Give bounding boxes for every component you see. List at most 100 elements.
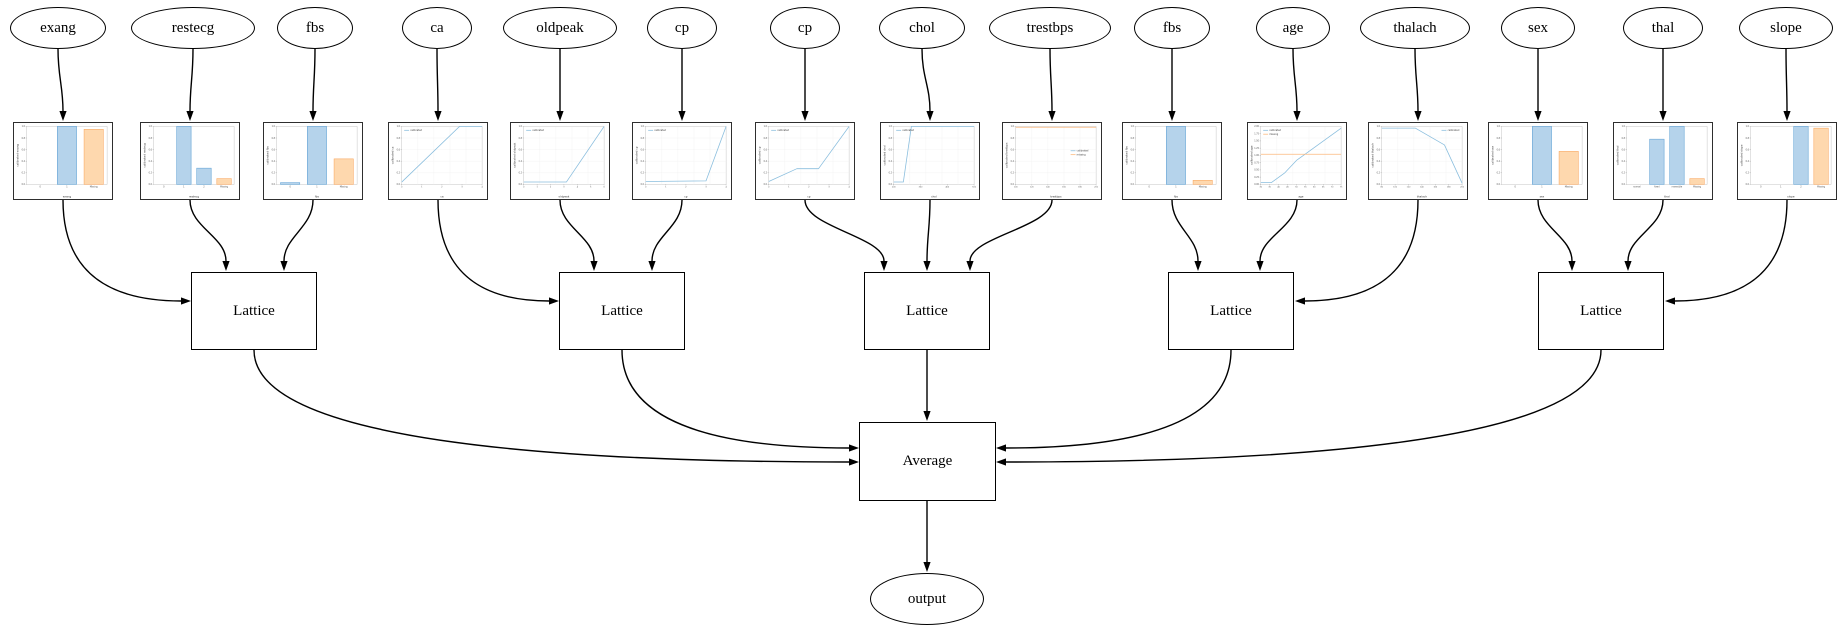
edge <box>1171 199 1199 262</box>
svg-text:0.0: 0.0 <box>1011 183 1015 186</box>
svg-text:0.6: 0.6 <box>22 148 26 151</box>
svg-text:calibrated: calibrated <box>654 129 666 132</box>
arrowhead <box>59 111 67 121</box>
svg-text:0.4: 0.4 <box>889 160 893 163</box>
svg-text:1.0: 1.0 <box>641 125 645 128</box>
svg-text:0.2: 0.2 <box>1011 172 1015 175</box>
arrowhead <box>996 458 1006 466</box>
edge <box>312 48 316 112</box>
svg-text:200: 200 <box>1460 187 1464 189</box>
svg-text:0.00: 0.00 <box>1254 183 1259 186</box>
svg-text:0.2: 0.2 <box>272 172 276 175</box>
svg-text:0.2: 0.2 <box>889 172 893 175</box>
svg-text:4: 4 <box>725 187 727 189</box>
feature-ellipse-8-trestbps-label: trestbps <box>1026 19 1074 36</box>
svg-text:1.0: 1.0 <box>272 125 276 128</box>
feature-ellipse-2-fbs: fbs <box>277 7 353 49</box>
svg-text:0.4: 0.4 <box>22 160 26 163</box>
svg-text:missing: missing <box>1077 154 1086 157</box>
svg-text:500: 500 <box>972 187 976 189</box>
arrowhead <box>1256 261 1264 271</box>
arrowhead <box>996 444 1006 452</box>
feature-ellipse-13-thal-label: thal <box>1651 19 1675 36</box>
svg-text:1.0: 1.0 <box>1622 125 1626 128</box>
svg-text:reversible: reversible <box>1672 186 1683 189</box>
edge <box>804 199 885 262</box>
lattice-node-4: Lattice <box>1168 272 1294 350</box>
svg-text:1.0: 1.0 <box>519 125 523 128</box>
svg-text:30: 30 <box>1260 187 1263 189</box>
lattice-label: Lattice <box>1210 302 1252 319</box>
arrowhead <box>1414 111 1422 121</box>
svg-text:65: 65 <box>1322 187 1325 189</box>
svg-text:50: 50 <box>1295 187 1298 189</box>
svg-text:calibrated cp: calibrated cp <box>757 146 761 164</box>
svg-text:calibrated: calibrated <box>777 129 789 132</box>
svg-text:ca: ca <box>440 195 444 199</box>
svg-text:0.8: 0.8 <box>889 137 893 140</box>
svg-text:3: 3 <box>828 187 830 189</box>
svg-text:cp: cp <box>684 195 688 199</box>
svg-text:3: 3 <box>705 187 707 189</box>
svg-text:200: 200 <box>892 187 896 189</box>
arrowhead <box>222 261 230 271</box>
arrowhead <box>309 111 317 121</box>
svg-text:calibrated restecg: calibrated restecg <box>142 143 146 168</box>
arrowhead <box>186 111 194 121</box>
edge <box>1537 199 1573 262</box>
svg-text:calibrated chol: calibrated chol <box>882 145 886 165</box>
svg-text:35: 35 <box>1268 187 1271 189</box>
svg-text:calibrated fbs: calibrated fbs <box>265 146 269 165</box>
svg-text:Missing: Missing <box>1199 186 1208 189</box>
svg-text:age: age <box>1298 195 1303 199</box>
svg-text:0: 0 <box>645 187 647 189</box>
edge <box>437 199 550 302</box>
feature-ellipse-5-cp-label: cp <box>674 19 690 36</box>
feature-ellipse-7-chol: chol <box>879 7 965 49</box>
svg-text:1.0: 1.0 <box>1746 125 1750 128</box>
svg-text:180: 180 <box>1078 187 1082 189</box>
edge <box>1785 48 1788 112</box>
svg-text:0.8: 0.8 <box>641 137 645 140</box>
svg-text:1: 1 <box>421 187 423 189</box>
arrowhead <box>1624 261 1632 271</box>
lattice-label: Lattice <box>601 302 643 319</box>
svg-text:0.6: 0.6 <box>397 148 401 151</box>
svg-text:0.6: 0.6 <box>1746 148 1750 151</box>
svg-text:Missing: Missing <box>90 186 99 189</box>
svg-text:1.0: 1.0 <box>1011 125 1015 128</box>
svg-text:140: 140 <box>1046 187 1050 189</box>
svg-text:0.2: 0.2 <box>519 172 523 175</box>
feature-ellipse-14-slope-label: slope <box>1770 19 1802 36</box>
svg-text:0: 0 <box>523 187 525 189</box>
svg-text:0.6: 0.6 <box>1377 148 1381 151</box>
svg-text:calibrated trestbps: calibrated trestbps <box>1004 142 1008 168</box>
edge <box>57 48 64 112</box>
feature-ellipse-11-thalach-label: thalach <box>1393 19 1437 36</box>
svg-text:0.0: 0.0 <box>641 183 645 186</box>
edge <box>1304 199 1419 302</box>
svg-text:160: 160 <box>1062 187 1066 189</box>
svg-text:calibrated age: calibrated age <box>1249 145 1253 165</box>
svg-text:1.50: 1.50 <box>1254 140 1259 143</box>
svg-text:0.4: 0.4 <box>1497 160 1501 163</box>
svg-text:1.0: 1.0 <box>149 125 153 128</box>
lattice-node-2: Lattice <box>559 272 685 350</box>
svg-text:0.6: 0.6 <box>641 148 645 151</box>
svg-text:0.8: 0.8 <box>519 137 523 140</box>
edge <box>926 199 931 262</box>
average-node: Average <box>859 422 996 501</box>
svg-text:0.4: 0.4 <box>1746 160 1750 163</box>
svg-text:1.0: 1.0 <box>764 125 768 128</box>
svg-text:calibrated ca: calibrated ca <box>390 146 394 164</box>
feature-ellipse-7-chol-label: chol <box>909 19 935 36</box>
svg-text:1: 1 <box>1175 186 1177 189</box>
svg-text:2: 2 <box>550 187 552 189</box>
arrowhead <box>181 297 191 305</box>
svg-text:2: 2 <box>685 187 687 189</box>
